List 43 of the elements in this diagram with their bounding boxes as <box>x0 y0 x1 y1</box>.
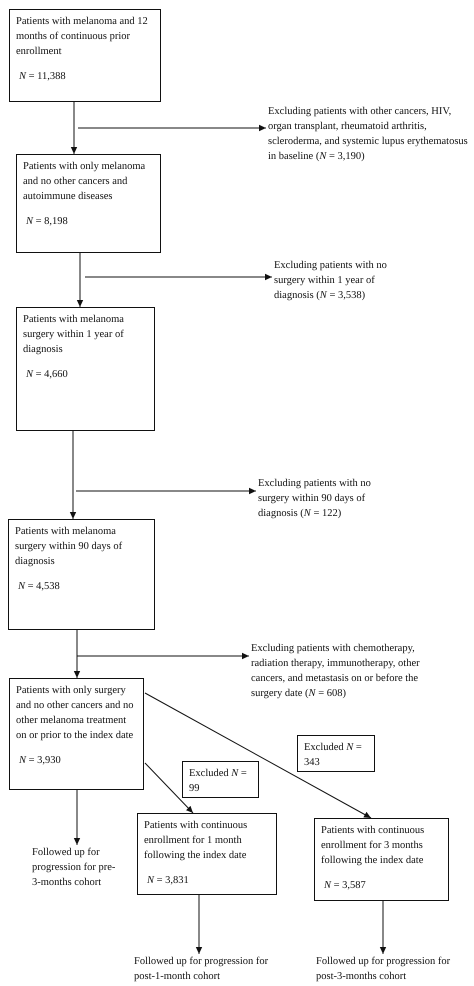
count-box: Excluded N = 343 <box>297 735 375 772</box>
arrow <box>144 692 372 818</box>
arrow <box>74 630 80 678</box>
outcome-text: Followed up for progression for pre-3-months cohort <box>32 845 116 890</box>
exclusion-text: Excluding patients with no surgery within 1 year of diagnosis (N = 3,538) <box>274 258 404 303</box>
arrow <box>76 652 250 660</box>
count-text: N = 3,831 <box>146 874 190 888</box>
outcome-text: Followed up for progression for post-3-months cohort <box>316 954 451 984</box>
exclusion-text: Excluding patients with no surgery within 90 days of diagnosis (N = 122) <box>258 476 383 521</box>
arrow <box>196 894 202 954</box>
count-text: N = 8,198 <box>25 215 69 229</box>
exclusion-text: Excluding patients with chemotherapy, radiation therapy, immunotherapy, other cancers, and metastasis on or before the surgery date (N = 608) <box>251 641 451 701</box>
box-text: Patients with melanoma surgery within 1 year of diagnosis <box>23 313 125 357</box>
arrow <box>76 252 84 308</box>
arrow <box>78 124 266 132</box>
count-text: N = 11,388 <box>18 70 67 84</box>
process-box <box>137 813 277 895</box>
box-text: Patients with melanoma and 12 months of continuous prior enrollment <box>16 15 149 59</box>
box-text: Patients with melanoma surgery within 90 days of diagnosis <box>15 525 124 569</box>
box-text: Patients with continuous enrollment for 3 months following the index date <box>321 824 426 868</box>
process-box <box>8 519 155 630</box>
box-text: Patients with only surgery and no other cancers and no other melanoma treatment on or prior to the index date <box>16 684 134 743</box>
arrow <box>144 762 194 814</box>
process-box <box>16 307 155 431</box>
count-text: N = 4,660 <box>25 368 69 382</box>
arrow <box>84 274 272 280</box>
process-box <box>314 818 449 901</box>
arrow <box>74 790 80 846</box>
arrow <box>70 430 76 520</box>
process-box <box>9 9 161 102</box>
exclusion-text: Excluding patients with other cancers, HIV, organ transplant, rheumatoid arthritis, scleroderma, and systemic lupus erythematosus in baseline (N = 3,190) <box>268 104 472 164</box>
box-text: Patients with continuous enrollment for 1 month following the index date <box>144 819 248 863</box>
arrow <box>380 900 386 954</box>
arrow <box>70 102 78 154</box>
box-text: Patients with only melanoma and no other cancers and autoimmune diseases <box>23 160 146 204</box>
count-text: N = 4,538 <box>17 580 61 594</box>
count-text: N = 3,930 <box>18 754 62 768</box>
count-text: N = 3,587 <box>323 879 367 893</box>
process-box <box>9 678 144 790</box>
process-box <box>16 154 161 253</box>
count-box: Excluded N = 99 <box>182 761 259 798</box>
outcome-text: Followed up for progression for post-1-month cohort <box>134 954 269 984</box>
arrow <box>76 488 256 494</box>
